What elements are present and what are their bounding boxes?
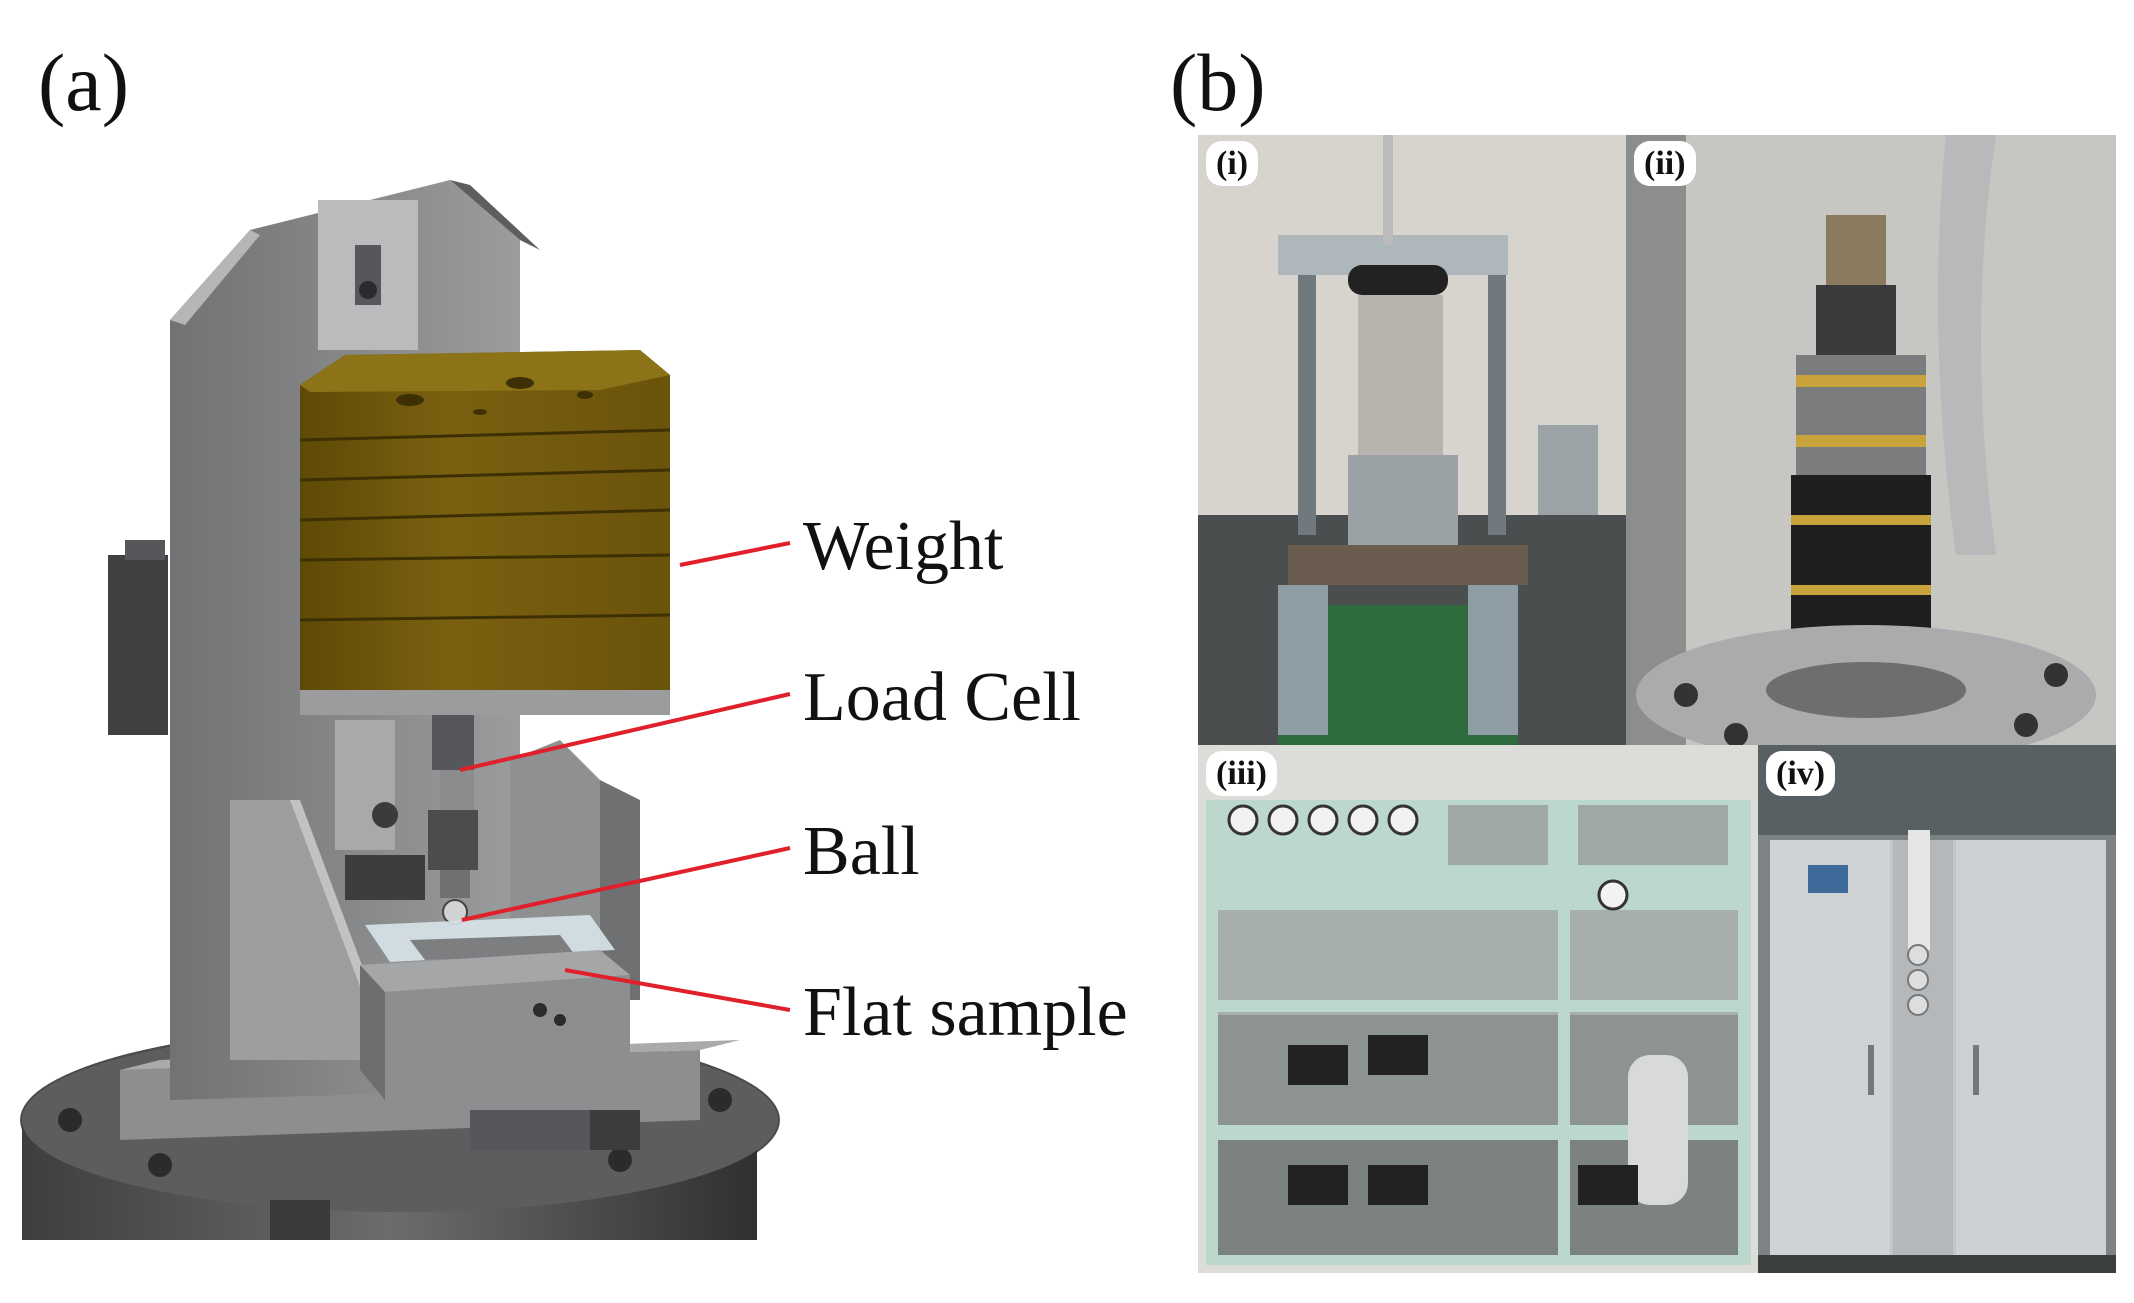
callout-weight: Weight bbox=[803, 508, 1004, 585]
callout-ball: Ball bbox=[803, 813, 920, 890]
photo-iii-label: (iii) bbox=[1206, 751, 1277, 797]
panel-a-label: (a) bbox=[38, 37, 130, 128]
photo-iii-gas-panel: (iii) bbox=[1198, 745, 1758, 1273]
photo-i-label: (i) bbox=[1206, 141, 1259, 187]
callout-load-cell: Load Cell bbox=[803, 659, 1081, 736]
leader-lines bbox=[459, 541, 791, 1012]
photo-ii-cryogenic-insert: (ii) bbox=[1626, 135, 2116, 745]
callout-flat-sample: Flat sample bbox=[803, 974, 1128, 1051]
weight-stack bbox=[299, 350, 671, 715]
load-cell bbox=[345, 715, 478, 900]
panel-b-label: (b) bbox=[1170, 37, 1266, 128]
photo-iv-label: (iv) bbox=[1766, 751, 1836, 797]
leader-weight bbox=[679, 541, 791, 567]
photo-iv-cabinet: (iv) bbox=[1758, 745, 2116, 1273]
photo-ii-label: (ii) bbox=[1634, 141, 1696, 187]
leader-ball bbox=[461, 846, 791, 922]
leader-flat-sample bbox=[564, 968, 791, 1012]
leader-load-cell bbox=[459, 692, 791, 772]
tribometer-cad-drawing bbox=[20, 180, 791, 1240]
photo-i-load-frame: (i) bbox=[1198, 135, 1626, 745]
flat-sample-stage bbox=[360, 915, 640, 1150]
